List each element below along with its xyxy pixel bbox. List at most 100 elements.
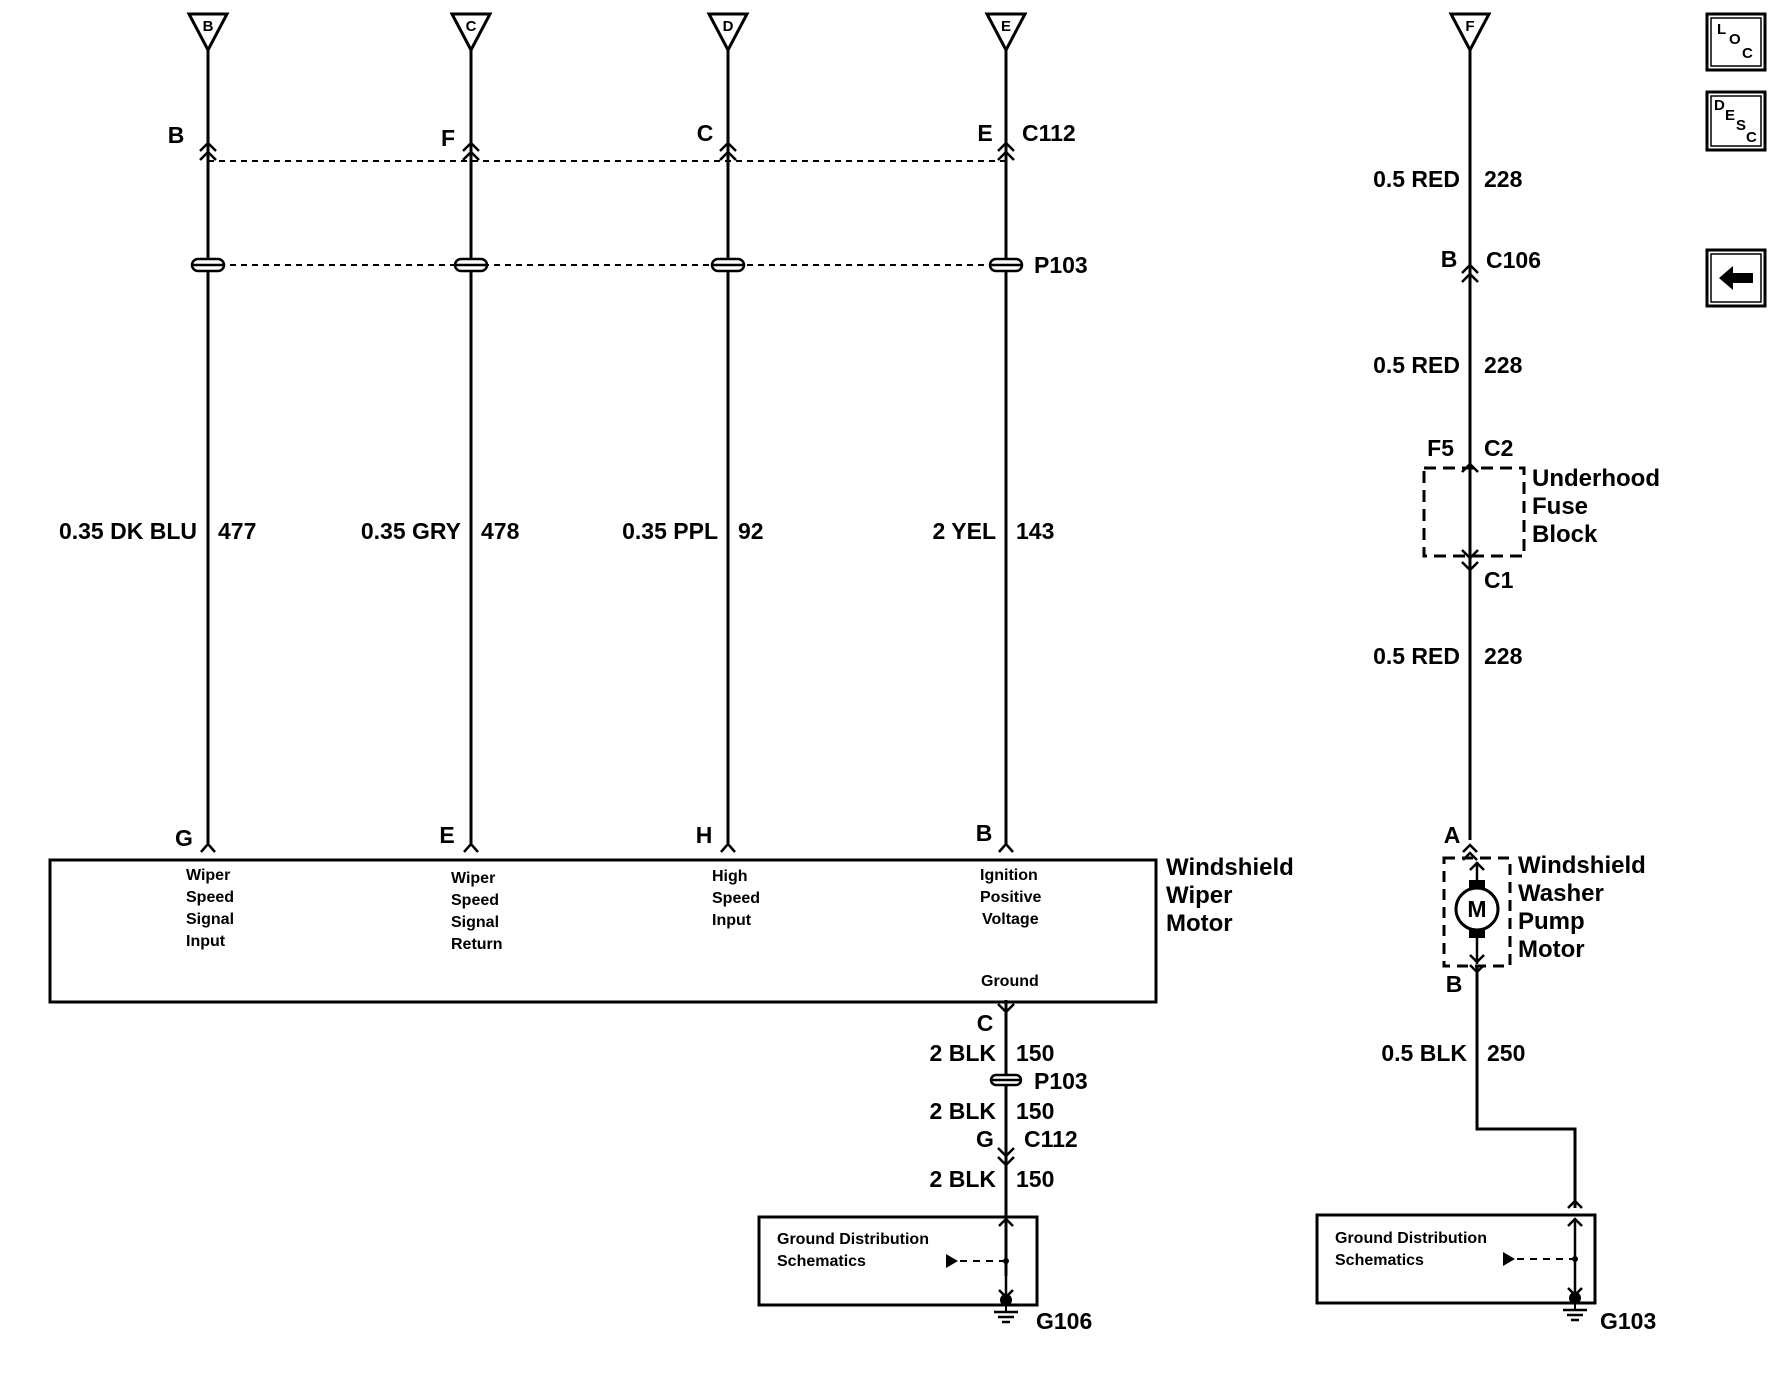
svg-text:Wiper: Wiper — [451, 870, 495, 887]
svg-text:Wiper: Wiper — [186, 867, 230, 884]
c106-chevrons — [1461, 263, 1479, 283]
svg-text:F: F — [1465, 18, 1474, 35]
ground-distribution-box-g103[interactable]: Ground Distribution Schematics — [1315, 1199, 1597, 1322]
offpage-connector-e[interactable]: E — [985, 12, 1027, 52]
washer-wire-1-color: 0.5 RED — [1373, 166, 1460, 192]
p103-splice-row — [190, 257, 1024, 273]
svg-text:Speed: Speed — [451, 892, 499, 909]
svg-text:Schematics: Schematics — [1335, 1252, 1424, 1269]
washer-pump-motor[interactable]: M — [1442, 843, 1512, 974]
svg-text:Return: Return — [451, 936, 503, 953]
svg-text:Signal: Signal — [186, 911, 234, 928]
svg-text:Ground: Ground — [981, 973, 1039, 990]
pump-title-4: Motor — [1518, 936, 1585, 963]
wiper-motor-title-1: Windshield — [1166, 854, 1294, 881]
loc-button[interactable]: L O C — [1705, 12, 1767, 72]
svg-text:L: L — [1717, 21, 1726, 38]
c106-pin-b: B — [1441, 246, 1458, 272]
wire-lines — [206, 50, 1008, 1276]
svg-text:Voltage: Voltage — [982, 911, 1039, 928]
offpage-connector-d[interactable]: D — [707, 12, 749, 52]
wiper-pin-functions: Wiper Speed Signal Input Wiper Speed Sig… — [186, 867, 1041, 990]
svg-text:D: D — [1714, 97, 1725, 114]
fuse-block-title-1: Underhood — [1532, 465, 1660, 492]
pump-title-1: Windshield — [1518, 852, 1646, 879]
fuse-block-title-3: Block — [1532, 521, 1598, 548]
svg-text:Signal: Signal — [451, 914, 499, 931]
wiper-motor-box[interactable] — [48, 858, 1158, 1004]
ground-c112-label: C112 — [1024, 1126, 1078, 1152]
svg-text:C: C — [1746, 129, 1757, 146]
svg-text:Positive: Positive — [980, 889, 1041, 906]
pump-title-2: Washer — [1518, 880, 1604, 907]
offpage-connector-f[interactable]: F — [1449, 12, 1491, 52]
washer-wire-blk-color: 0.5 BLK — [1381, 1040, 1467, 1066]
c106-label: C106 — [1486, 247, 1541, 273]
pump-title-3: Pump — [1518, 908, 1585, 935]
wiper-pin-h: H — [696, 822, 713, 848]
c112-pin-c: C — [697, 120, 714, 146]
pump-pin-b: B — [1446, 971, 1463, 997]
svg-text:Speed: Speed — [186, 889, 234, 906]
washer-wire-2-circuit: 228 — [1484, 352, 1523, 378]
svg-text:High: High — [712, 868, 748, 885]
ground-wire-2-color: 2 BLK — [930, 1098, 997, 1124]
wire-477-circuit: 477 — [218, 518, 256, 544]
svg-text:Speed: Speed — [712, 890, 760, 907]
ground-g103-label: G103 — [1600, 1308, 1656, 1334]
ground-pin-c: C — [977, 1010, 994, 1036]
c112-pin-b: B — [168, 122, 185, 148]
washer-wire-blk-circuit: 250 — [1487, 1040, 1525, 1066]
wire-478-color: 0.35 GRY — [361, 518, 461, 544]
fuse-c1-label: C1 — [1484, 567, 1514, 593]
svg-text:Ground Distribution: Ground Distribution — [1335, 1230, 1487, 1247]
offpage-connector-b[interactable]: B — [187, 12, 229, 52]
svg-text:Ground Distribution: Ground Distribution — [777, 1231, 929, 1248]
fuse-c2-label: C2 — [1484, 435, 1513, 461]
underhood-fuse-block[interactable] — [1422, 462, 1526, 572]
back-button[interactable] — [1705, 248, 1767, 308]
washer-wire-lines — [1468, 50, 1577, 1208]
wire-143-circuit: 143 — [1016, 518, 1054, 544]
ground-c112-pin-g: G — [976, 1126, 994, 1152]
ground-p103-label: P103 — [1034, 1068, 1088, 1094]
svg-text:Input: Input — [186, 933, 226, 950]
ground-g106-label: G106 — [1036, 1308, 1092, 1334]
wire-143-color: 2 YEL — [933, 518, 997, 544]
c112-connector-label: C112 — [1022, 120, 1076, 146]
svg-text:E: E — [1725, 107, 1735, 124]
wiper-pin-b: B — [976, 820, 993, 846]
wire-92-circuit: 92 — [738, 518, 764, 544]
svg-text:B: B — [203, 18, 214, 35]
svg-text:Schematics: Schematics — [777, 1253, 866, 1270]
washer-wire-3-circuit: 228 — [1484, 643, 1523, 669]
svg-text:C: C — [466, 18, 477, 35]
washer-wire-2-color: 0.5 RED — [1373, 352, 1460, 378]
fuse-block-title-2: Fuse — [1532, 493, 1588, 520]
svg-text:Input: Input — [712, 912, 752, 929]
ground-path-connectors — [989, 1003, 1023, 1167]
svg-text:D: D — [723, 18, 734, 35]
svg-text:O: O — [1729, 31, 1741, 48]
c112-pin-e: E — [977, 120, 992, 146]
ground-wire-3-color: 2 BLK — [930, 1166, 997, 1192]
wiper-motor-pin-chevrons — [200, 842, 1014, 853]
desc-button[interactable]: D E S C — [1705, 90, 1767, 152]
ground-wire-1-circuit: 150 — [1016, 1040, 1054, 1066]
wiper-pin-g: G — [175, 825, 193, 851]
c112-pin-f: F — [441, 125, 455, 151]
fuse-f5-label: F5 — [1427, 435, 1454, 461]
offpage-connector-c[interactable]: C — [450, 12, 492, 52]
svg-text:C: C — [1742, 45, 1753, 62]
pump-pin-a: A — [1444, 822, 1461, 848]
wire-92-color: 0.35 PPL — [622, 518, 718, 544]
ground-wire-3-circuit: 150 — [1016, 1166, 1054, 1192]
svg-text:S: S — [1736, 117, 1746, 134]
c112-connector-row — [199, 141, 1015, 162]
ground-distribution-box-g106[interactable]: Ground Distribution Schematics — [757, 1215, 1039, 1324]
svg-text:Ignition: Ignition — [980, 867, 1038, 884]
p103-splice-label: P103 — [1034, 252, 1088, 278]
ground-wire-1-color: 2 BLK — [930, 1040, 997, 1066]
svg-text:E: E — [1001, 18, 1011, 35]
